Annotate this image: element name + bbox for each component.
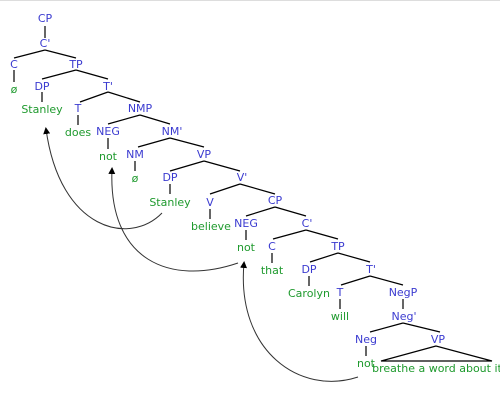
edge-nmbar-vp [169, 137, 205, 148]
node-vbar: V' [237, 171, 248, 184]
edge-nmp-nmbar [139, 114, 171, 125]
word-does: does [65, 126, 91, 139]
category-labels: CP C' C TP DP T' T NMP NEG NM' NM VP DP … [10, 12, 445, 346]
edge-tbar-t-emb [340, 275, 371, 286]
word-believe: believe [191, 220, 231, 233]
node-tbar-embedded: T' [365, 263, 376, 276]
word-not-mid: not [237, 241, 256, 254]
edge-tbar-nmp [107, 91, 141, 103]
node-vp-main: VP [197, 148, 212, 161]
tree-edges [13, 26, 493, 362]
node-cbar-embedded: C' [302, 217, 313, 230]
word-null-nm: ø [132, 172, 139, 185]
node-c-embedded: C [268, 240, 276, 253]
edge-cbar-tp [44, 49, 77, 59]
word-stanley-low: Stanley [149, 196, 191, 209]
node-dp-embedded: DP [301, 263, 316, 276]
node-nmbar: NM' [162, 125, 183, 138]
edge-negbar-neg [369, 322, 404, 333]
word-breathe-phrase: breathe a word about it [372, 362, 500, 375]
node-cbar-root: C' [40, 37, 51, 50]
edge-tbar-negp [369, 275, 404, 286]
node-nm: NM [126, 148, 144, 161]
node-t-embedded: T [336, 286, 344, 299]
edge-cp-neg [245, 206, 276, 217]
edge-vbar-v [209, 183, 241, 195]
node-tbar-main: T' [102, 80, 113, 93]
edge-tp-dp [41, 69, 77, 80]
edge-tbar-t [79, 91, 109, 103]
terminal-words: ø Stanley does not ø Stanley believe not… [11, 83, 500, 375]
node-nmp: NMP [128, 102, 153, 115]
node-tp-embedded: TP [330, 240, 345, 253]
edge-vbar-cp [239, 183, 276, 195]
edge-vp-vbar [203, 160, 241, 172]
movement-arrow-not-high [108, 167, 239, 272]
word-that: that [261, 264, 284, 277]
edge-nmbar-nm [137, 137, 171, 148]
node-neg-mid: NEG [234, 217, 258, 230]
node-cp-root: CP [38, 12, 53, 25]
node-dp-subject: DP [34, 80, 49, 93]
node-vp-embedded: VP [431, 333, 446, 346]
edge-tp-tbar [75, 69, 109, 80]
movement-arrow-stanley [43, 127, 163, 230]
node-negbar: Neg' [391, 310, 416, 323]
node-c-root: C [10, 58, 18, 71]
edge-cp-cbar-emb [274, 206, 307, 217]
movement-arrows [43, 127, 359, 382]
node-neg-low: Neg [355, 333, 377, 346]
edge-cbar-c-emb [272, 229, 307, 240]
edge-vp-dp [169, 160, 205, 172]
node-v: V [206, 196, 214, 209]
node-tp-main: TP [68, 58, 83, 71]
movement-arrow-not-mid [240, 261, 359, 382]
edge-cbar-tp-emb [305, 229, 339, 240]
node-t-main: T [74, 102, 82, 115]
edge-nmp-neg [107, 114, 141, 125]
word-will: will [331, 310, 349, 323]
word-carolyn: Carolyn [288, 287, 330, 300]
vp-triangle [380, 345, 493, 362]
edge-cbar-c [13, 49, 46, 59]
edge-tp-tbar-emb [337, 252, 371, 263]
node-neg-high: NEG [96, 125, 120, 138]
word-not-high: not [99, 150, 118, 163]
edge-negbar-vp [402, 322, 441, 333]
node-cp-embedded: CP [268, 194, 283, 207]
word-null-c: ø [11, 83, 18, 96]
word-not-low: not [357, 357, 376, 370]
word-stanley-high: Stanley [21, 103, 63, 116]
node-negp: NegP [389, 286, 418, 299]
edge-tp-dp-emb [309, 252, 339, 263]
node-dp-low: DP [162, 171, 177, 184]
